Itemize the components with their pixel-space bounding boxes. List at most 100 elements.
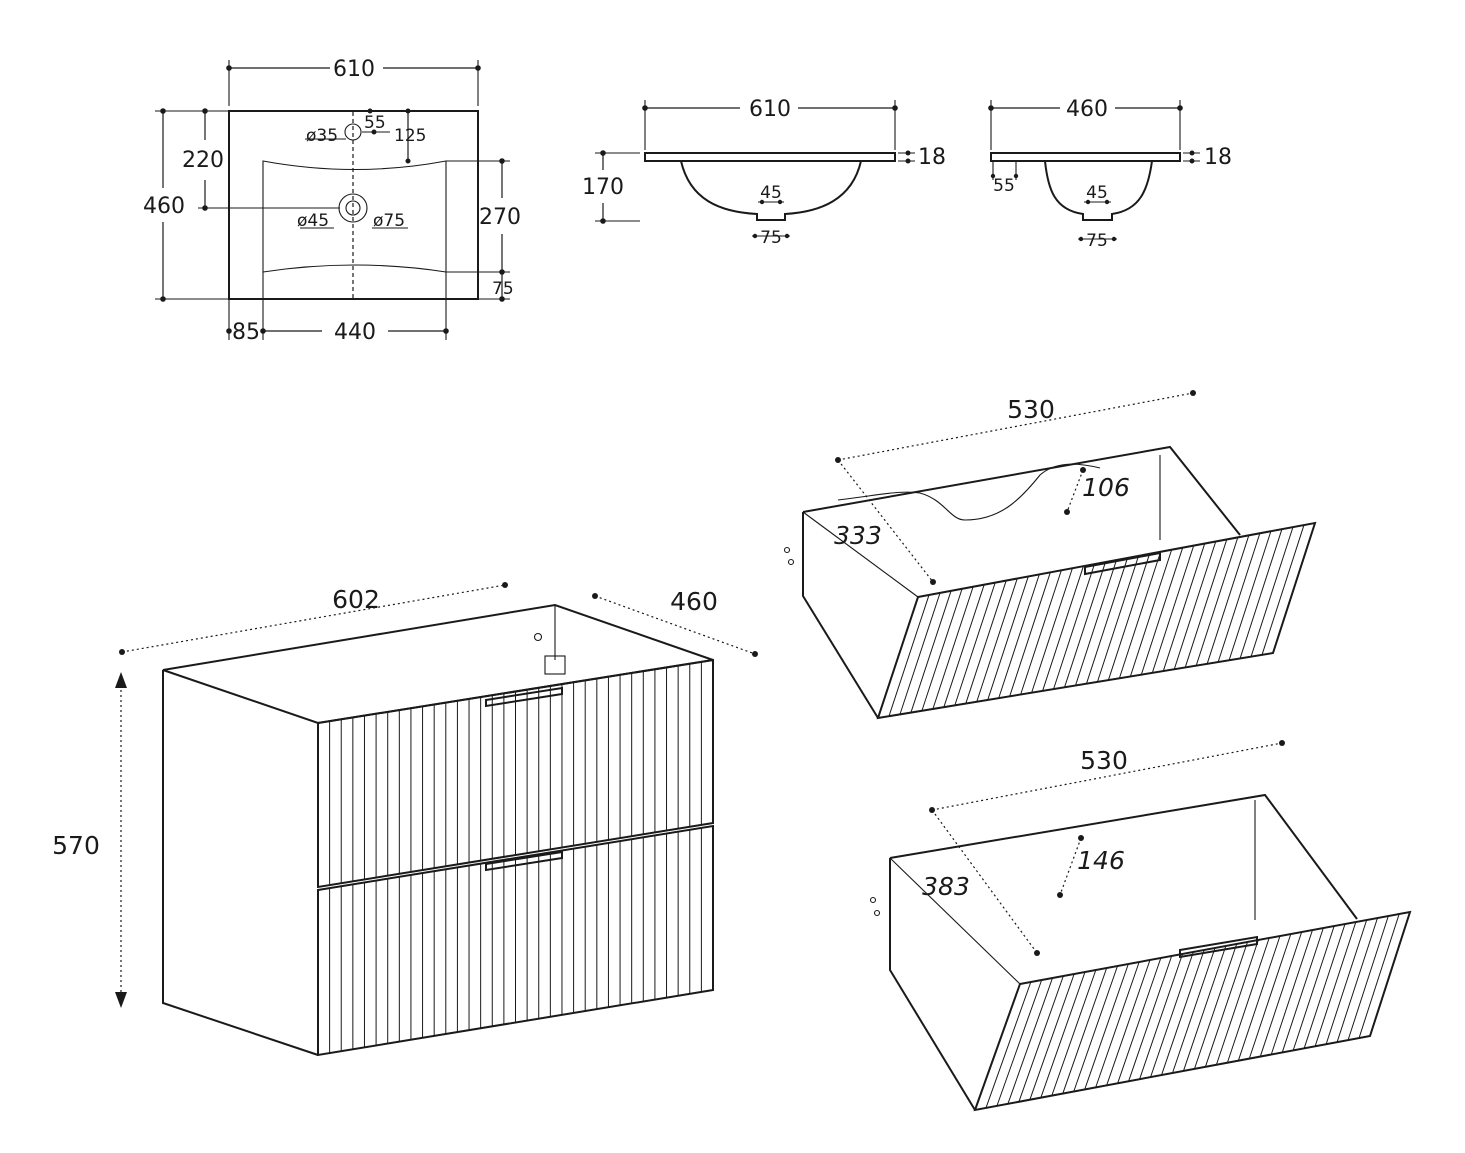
top-drawer-handle (1084, 551, 1161, 576)
drain-hole (345, 200, 361, 216)
tap-to-bowl-label: 125 (394, 126, 426, 146)
rib-line (1228, 531, 1272, 661)
rib-line (998, 574, 1040, 699)
rib-line (1151, 545, 1195, 674)
front-height-label: 170 (582, 175, 624, 200)
side-margin-label: 85 (232, 320, 260, 345)
drain-label: ø45 (297, 211, 329, 231)
upper-drawer-handle (485, 686, 563, 708)
bottom-drawer-handle (1179, 935, 1258, 959)
rib-line (1085, 557, 1129, 684)
rib-line (1161, 949, 1205, 1076)
top-offset-label: 220 (182, 148, 224, 173)
rib-line (1029, 973, 1075, 1100)
basin-bowl (262, 160, 447, 273)
side-offset-label: 55 (993, 176, 1015, 196)
rib-line (1314, 921, 1357, 1047)
rib-line (996, 979, 1043, 1107)
top-drawer-depth-label: 333 (834, 521, 882, 550)
rib-line (1073, 965, 1118, 1092)
rib-line (1281, 927, 1324, 1053)
cabinet-side (162, 670, 319, 1056)
rib-line (921, 588, 963, 711)
side-drain-outer-label: 75 (1086, 231, 1108, 251)
cabinet-top (162, 603, 714, 725)
front-drain-label: 45 (760, 183, 782, 203)
bottom-drawer-front (973, 910, 1412, 1112)
bottom-drawer-height-label: 146 (1077, 846, 1125, 875)
side-drain-label: 45 (1086, 183, 1108, 203)
bottom-drawer-depth-label: 383 (922, 872, 970, 901)
bottom-drawer-drawing: 530 383 146 (869, 740, 1412, 1112)
front-slab (644, 152, 896, 162)
top-drawer-width-label: 530 (1007, 395, 1055, 424)
basin-front-section: 610 18 170 45 75 (582, 97, 946, 248)
rib-line (1040, 971, 1086, 1098)
rib-line (1259, 931, 1303, 1057)
cabinet-drawing: 602 460 570 (52, 582, 758, 1057)
rib-line (1195, 537, 1239, 666)
rib-line (1018, 975, 1064, 1102)
tap-offset-label: 55 (364, 113, 386, 133)
rib-line (1096, 555, 1140, 683)
top-drawer-cutout (837, 463, 1101, 521)
rib-line (1215, 939, 1259, 1065)
rib-line (1237, 935, 1281, 1061)
rib-line (1292, 925, 1335, 1051)
basin-top-view: 610 460 220 ø35 55 125 ø45 ø75 270 (143, 57, 521, 345)
rib-line (1325, 919, 1368, 1045)
rib-line (1217, 533, 1261, 663)
basin-outline (228, 110, 479, 300)
rib-line (1020, 570, 1062, 695)
rib-line (1095, 961, 1140, 1088)
rib-line (1206, 535, 1250, 664)
lower-drawer-front (317, 824, 714, 1057)
rib-line (1009, 572, 1051, 697)
rib-line (1084, 963, 1129, 1090)
rib-line (1193, 943, 1238, 1070)
rib-line (1303, 923, 1346, 1049)
cabinet-width-label: 602 (332, 585, 380, 614)
bowl-depth-label: 270 (479, 205, 521, 230)
top-drawer-drawing: 530 333 106 (783, 390, 1317, 720)
cabinet-height-label: 570 (52, 831, 100, 860)
lower-drawer-ribs (329, 827, 702, 1054)
rib-line (1182, 945, 1227, 1072)
rib-line (1204, 941, 1248, 1067)
front-margin-label: 75 (492, 279, 514, 299)
top-drawer-height-label: 106 (1082, 473, 1130, 502)
rib-line (1250, 526, 1294, 657)
rib-line (1075, 559, 1117, 686)
bowl-width-label: 440 (334, 320, 376, 345)
rib-line (1117, 957, 1162, 1084)
rib-line (1129, 549, 1173, 677)
rib-line (1172, 947, 1216, 1074)
rib-line (1140, 547, 1184, 675)
cabinet-depth-label: 460 (670, 587, 718, 616)
rib-line (1248, 933, 1292, 1059)
upper-drawer-front (317, 658, 714, 889)
rib-line (1062, 967, 1108, 1094)
rib-line (888, 594, 930, 717)
rib-line (910, 590, 952, 713)
rib-line (965, 580, 1007, 704)
tap-hole-label: ø35 (306, 126, 338, 146)
tap-hole (344, 123, 362, 141)
basin-side-section: 460 18 55 45 75 (988, 97, 1232, 251)
bottom-drawer-width-label: 530 (1080, 746, 1128, 775)
rib-line (1064, 561, 1106, 688)
rib-line (1042, 566, 1084, 692)
upper-drawer-ribs (329, 661, 702, 886)
top-drawer-side (802, 512, 879, 719)
top-drawer-ribs (888, 524, 1305, 717)
side-thickness-label: 18 (1204, 145, 1232, 170)
rib-line (1226, 937, 1270, 1063)
rib-line (976, 578, 1018, 702)
rib-line (1031, 568, 1073, 693)
rib-line (899, 592, 941, 715)
rib-line (1261, 524, 1305, 655)
side-slab (990, 152, 1181, 162)
front-thickness-label: 18 (918, 145, 946, 170)
